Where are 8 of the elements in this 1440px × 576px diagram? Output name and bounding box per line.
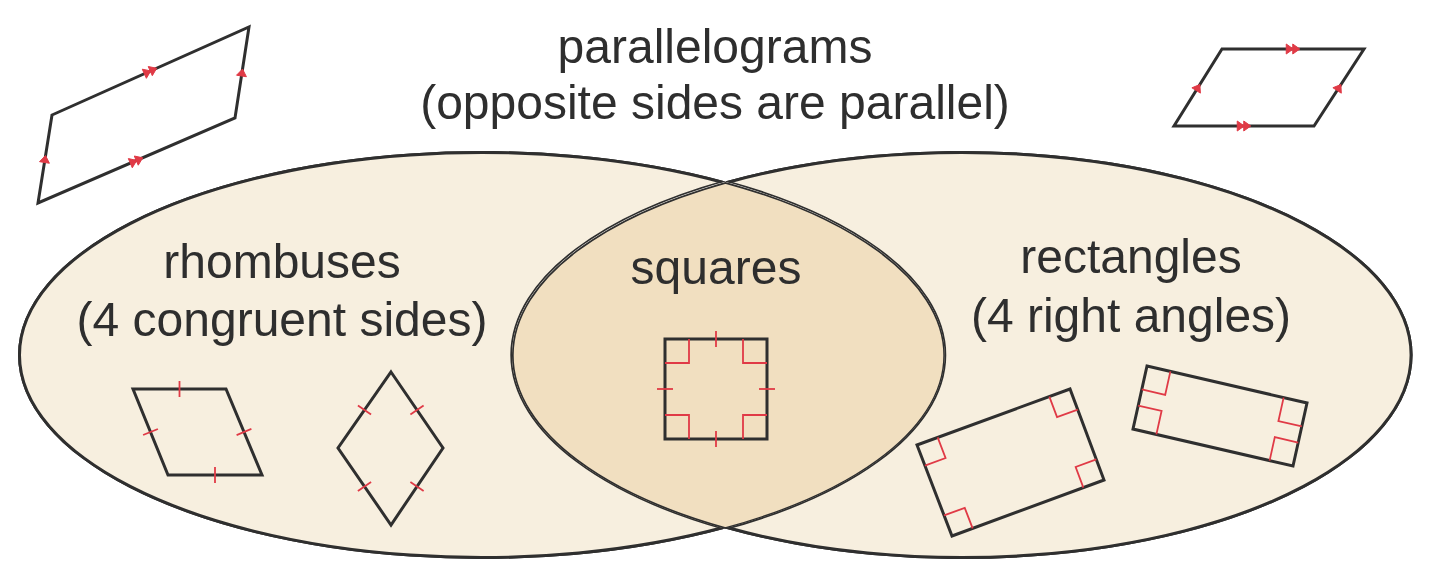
set-name: rectangles — [1020, 229, 1242, 285]
set-definition: (opposite sides are parallel) — [420, 75, 1010, 131]
set-definition: (4 congruent sides) — [76, 292, 488, 348]
set-name: rhombuses — [163, 234, 401, 290]
intersection-region — [511, 180, 946, 530]
set-name: squares — [630, 240, 802, 296]
set-name: parallelograms — [557, 19, 873, 75]
set-definition: (4 right angles) — [970, 288, 1292, 344]
